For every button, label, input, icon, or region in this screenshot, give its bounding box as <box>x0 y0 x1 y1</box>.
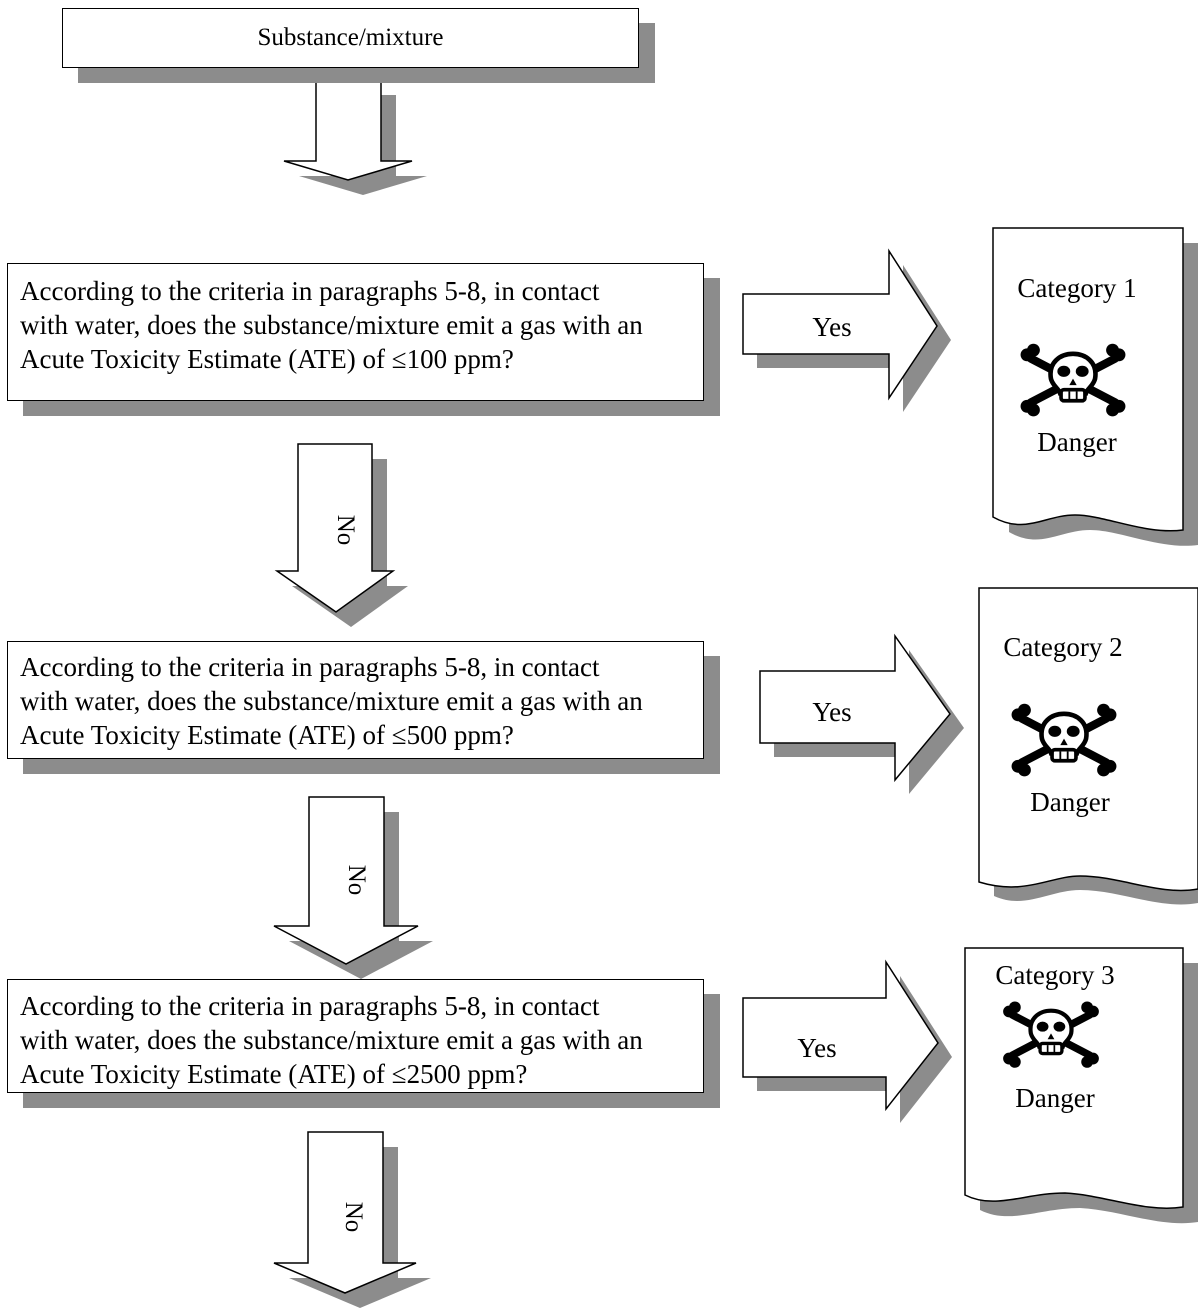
yes-arrow-3 <box>742 959 952 1123</box>
start-box: Substance/mixture <box>62 8 639 68</box>
no-arrow-2 <box>273 796 433 979</box>
yes-arrow-2 <box>759 633 964 794</box>
yes-label-1: Yes <box>812 312 851 342</box>
start-label: Substance/mixture <box>257 24 444 51</box>
question-1-line-1: According to the criteria in paragraphs … <box>20 276 600 306</box>
question-2-line-2: with water, does the substance/mixture e… <box>20 686 643 716</box>
signal-word-1: Danger <box>1037 427 1116 457</box>
category-label-1: Category 1 <box>1017 273 1136 303</box>
question-3-line-3: Acute Toxicity Estimate (ATE) of ≤2500 p… <box>20 1059 528 1089</box>
question-3-line-1: According to the criteria in paragraphs … <box>20 991 600 1021</box>
yes-label-3: Yes <box>797 1033 836 1063</box>
signal-word-3: Danger <box>1015 1083 1094 1113</box>
question-2-line-1: According to the criteria in paragraphs … <box>20 652 600 682</box>
question-1-line-2: with water, does the substance/mixture e… <box>20 310 643 340</box>
question-box-1: According to the criteria in paragraphs … <box>7 263 704 401</box>
yes-label-2: Yes <box>812 697 851 727</box>
no-arrow-3 <box>273 1131 431 1308</box>
no-label-3: No <box>340 1202 367 1233</box>
question-box-3: According to the criteria in paragraphs … <box>7 979 704 1093</box>
down-arrow-start <box>283 79 427 195</box>
category-label-3: Category 3 <box>995 960 1114 990</box>
no-label-1: No <box>332 515 359 546</box>
question-3-line-2: with water, does the substance/mixture e… <box>20 1025 643 1055</box>
outcome-doc-2 <box>978 587 1198 905</box>
no-arrow-1 <box>274 443 408 627</box>
question-box-2: According to the criteria in paragraphs … <box>7 641 704 759</box>
outcome-doc-1 <box>992 227 1198 546</box>
question-1-line-3: Acute Toxicity Estimate (ATE) of ≤100 pp… <box>20 344 514 374</box>
outcome-doc-3 <box>964 947 1198 1224</box>
yes-arrow-1 <box>742 248 951 412</box>
category-label-2: Category 2 <box>1003 632 1122 662</box>
no-label-2: No <box>343 865 370 896</box>
question-2-line-3: Acute Toxicity Estimate (ATE) of ≤500 pp… <box>20 720 514 750</box>
signal-word-2: Danger <box>1030 787 1109 817</box>
